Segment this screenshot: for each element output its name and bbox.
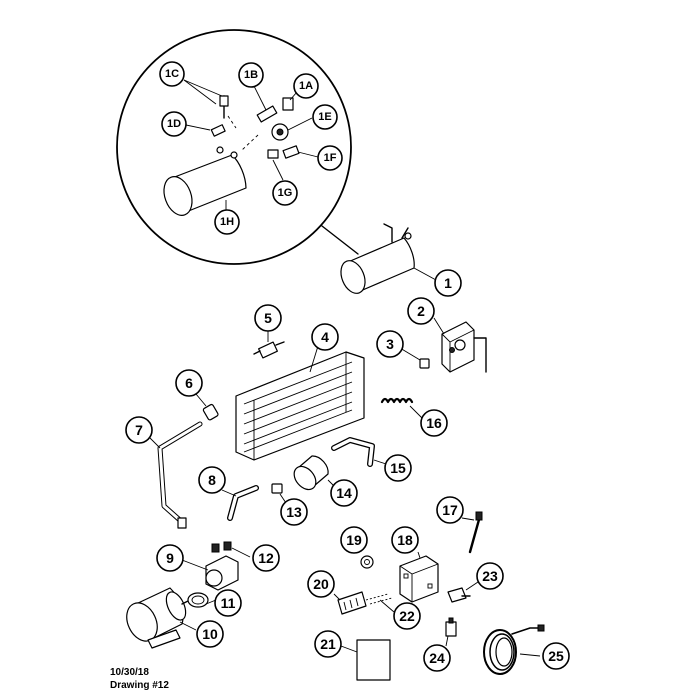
callout-22[interactable]: 22	[393, 602, 421, 630]
callout-17[interactable]: 17	[436, 496, 464, 524]
part-9-pump-head	[181, 541, 251, 591]
tank-1h-drawing	[163, 154, 247, 216]
part-15-hose	[331, 437, 387, 467]
callout-3-label: 3	[386, 336, 394, 352]
callout-6[interactable]: 6	[175, 369, 203, 397]
callout-1e-label: 1E	[318, 111, 331, 123]
callout-24-label: 24	[429, 650, 445, 666]
callout-16-label: 16	[426, 415, 442, 431]
callout-1a[interactable]: 1A	[293, 73, 319, 99]
part-10-motor	[126, 587, 197, 649]
callout-21[interactable]: 21	[314, 630, 342, 658]
callout-1h-label: 1H	[220, 216, 234, 228]
callout-1d[interactable]: 1D	[161, 111, 187, 137]
callout-7-label: 7	[135, 422, 143, 438]
callout-1c[interactable]: 1C	[159, 61, 185, 87]
detail-leaders	[183, 79, 319, 212]
callout-18[interactable]: 18	[391, 526, 419, 554]
part-23-clip	[447, 581, 479, 603]
callout-1-label: 1	[444, 275, 452, 291]
part-20-terminal	[333, 591, 395, 615]
callout-2[interactable]: 2	[407, 297, 435, 325]
callout-7[interactable]: 7	[125, 416, 153, 444]
callout-15[interactable]: 15	[384, 454, 412, 482]
callout-23-label: 23	[482, 568, 498, 584]
callout-8[interactable]: 8	[198, 466, 226, 494]
callout-14-label: 14	[336, 485, 352, 501]
callout-25[interactable]: 25	[542, 642, 570, 670]
part-4-coil	[235, 345, 365, 461]
callout-10[interactable]: 10	[196, 620, 224, 648]
part-16-spring	[380, 397, 423, 419]
part-6-fitting	[195, 393, 219, 421]
callout-12[interactable]: 12	[252, 544, 280, 572]
callout-1e[interactable]: 1E	[312, 104, 338, 130]
callout-9[interactable]: 9	[156, 544, 184, 572]
callout-1h[interactable]: 1H	[214, 209, 240, 235]
part-11-clamp	[187, 592, 217, 608]
callout-11[interactable]: 11	[214, 589, 242, 617]
detail-fittings	[210, 95, 300, 159]
part-14-drum	[293, 455, 337, 491]
detail-view-1: 1C 1B 1A 1D 1E 1F 1G 1H	[116, 29, 359, 265]
part-18-box	[399, 551, 439, 603]
callout-1c-label: 1C	[165, 68, 179, 80]
callout-13-label: 13	[286, 504, 302, 520]
part-8-elbow	[221, 485, 259, 521]
callout-1f-label: 1F	[324, 152, 337, 164]
part-17-probe	[461, 511, 483, 554]
callout-5[interactable]: 5	[254, 304, 282, 332]
callout-24[interactable]: 24	[423, 644, 451, 672]
callout-25-label: 25	[548, 648, 564, 664]
callout-1g-label: 1G	[278, 187, 293, 199]
callout-20-label: 20	[313, 576, 329, 592]
callout-19-label: 19	[346, 532, 362, 548]
part-2-control	[433, 317, 487, 373]
callout-17-label: 17	[442, 502, 458, 518]
callout-13[interactable]: 13	[280, 498, 308, 526]
part-13-nut	[271, 483, 289, 507]
part-3-screw	[399, 347, 430, 369]
callout-22-label: 22	[399, 608, 415, 624]
callout-1b-label: 1B	[244, 69, 258, 81]
callout-20[interactable]: 20	[307, 570, 335, 598]
callout-1f[interactable]: 1F	[317, 145, 343, 171]
drawing-date: 10/30/18	[110, 667, 149, 678]
callout-21-label: 21	[320, 636, 336, 652]
callout-11-label: 11	[221, 595, 236, 611]
callout-14[interactable]: 14	[330, 479, 358, 507]
callout-12-label: 12	[258, 550, 274, 566]
callout-2-label: 2	[417, 303, 425, 319]
callout-8-label: 8	[208, 472, 216, 488]
callout-23[interactable]: 23	[476, 562, 504, 590]
part-5-valve	[253, 330, 285, 359]
part-24-connector	[445, 617, 457, 647]
callout-19[interactable]: 19	[340, 526, 368, 554]
callout-16[interactable]: 16	[420, 409, 448, 437]
callout-1a-label: 1A	[299, 80, 313, 92]
callout-15-label: 15	[390, 460, 406, 476]
part-21-panel	[340, 639, 391, 681]
callout-1g[interactable]: 1G	[272, 180, 298, 206]
callout-5-label: 5	[264, 310, 272, 326]
part-25-cord	[483, 624, 545, 675]
callout-10-label: 10	[202, 626, 218, 642]
callout-18-label: 18	[397, 532, 413, 548]
part-7-tube	[147, 421, 203, 529]
callout-4[interactable]: 4	[311, 323, 339, 351]
callout-4-label: 4	[321, 329, 329, 345]
callout-1[interactable]: 1	[434, 269, 462, 297]
callout-1b[interactable]: 1B	[238, 62, 264, 88]
drawing-number: Drawing #12	[110, 680, 169, 691]
callout-1d-label: 1D	[167, 118, 181, 130]
callout-6-label: 6	[185, 375, 193, 391]
callout-9-label: 9	[166, 550, 174, 566]
part-1-tank	[340, 223, 437, 294]
part-19-grommet	[360, 555, 374, 569]
callout-3[interactable]: 3	[376, 330, 404, 358]
